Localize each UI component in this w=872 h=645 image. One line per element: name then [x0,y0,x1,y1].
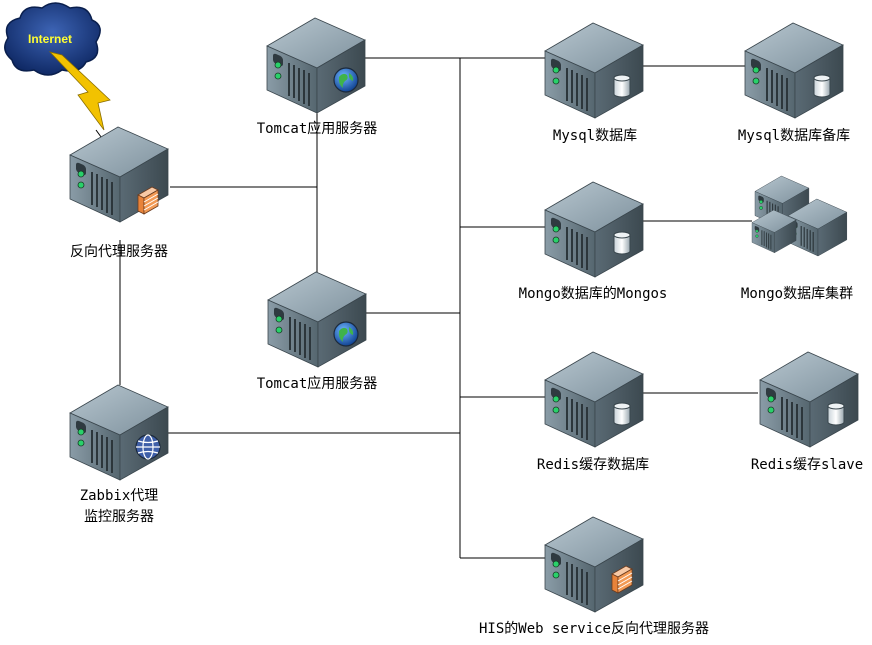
mongos-server[interactable]: Mongo数据库的Mongos [519,181,668,302]
internet-label: Internet [28,32,72,46]
mysql-label: Mysql数据库 [553,128,637,144]
his-webservice-proxy-server[interactable]: HIS的Web service反向代理服务器 [479,516,709,637]
redis-slave-server[interactable]: Redis缓存slave [751,351,863,473]
zabbix-monitor-server[interactable]: Zabbix代理 监控服务器 [69,384,169,525]
mongo-cluster-label: Mongo数据库集群 [741,285,853,302]
mongos-label: Mongo数据库的Mongos [519,286,668,302]
network-globe-icon [135,434,161,460]
redis-slave-label: Redis缓存slave [751,457,863,473]
reverse-proxy-server[interactable]: 反向代理服务器 [69,126,169,260]
connection-lines [119,57,758,559]
his-proxy-label: HIS的Web service反向代理服务器 [479,621,709,637]
database-icon [613,231,631,255]
internet-cloud: Internet [4,2,101,76]
tomcat-server-2[interactable]: Tomcat应用服务器 [257,271,378,392]
database-icon [613,74,631,98]
database-icon [827,402,845,426]
redis-server[interactable]: Redis缓存数据库 [537,351,649,473]
mysql-backup-label: Mysql数据库备库 [738,127,850,144]
tomcat-server-1[interactable]: Tomcat应用服务器 [257,17,378,137]
reverse-proxy-label: 反向代理服务器 [70,244,168,260]
mysql-server[interactable]: Mysql数据库 [544,22,644,144]
zabbix-label-line2: 监控服务器 [84,509,154,525]
globe-icon [333,67,359,93]
database-icon [813,74,831,98]
database-icon [613,402,631,426]
globe-icon [333,321,359,347]
tomcat-2-label: Tomcat应用服务器 [257,375,378,392]
mongo-cluster[interactable]: Mongo数据库集群 [741,175,853,302]
server-cluster-icon [751,175,848,257]
zabbix-label-line1: Zabbix代理 [80,488,159,504]
mysql-backup-server[interactable]: Mysql数据库备库 [738,22,850,144]
tomcat-1-label: Tomcat应用服务器 [257,120,378,137]
lightning-bolt-icon [48,51,111,131]
redis-label: Redis缓存数据库 [537,457,649,473]
